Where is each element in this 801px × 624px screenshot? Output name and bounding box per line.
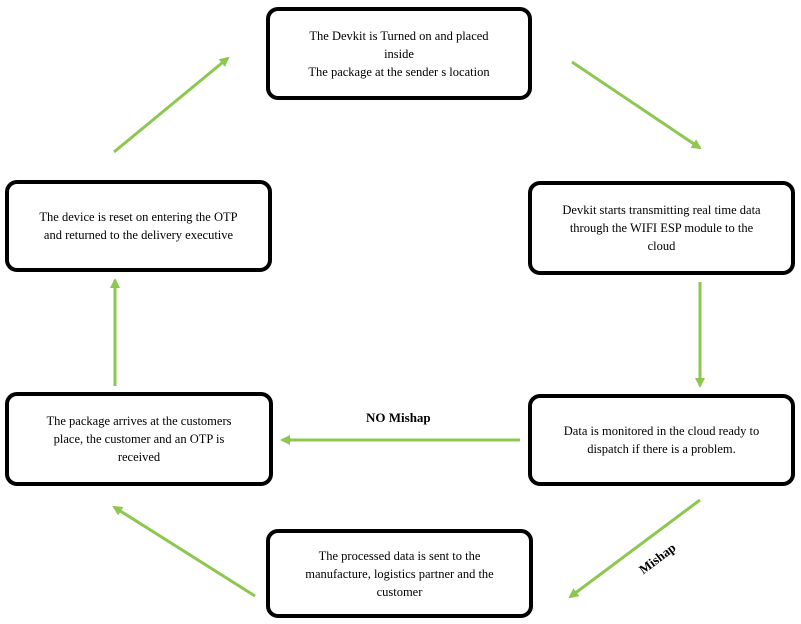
node-devkit-transmit-text: Devkit starts transmitting real time dat… xyxy=(562,203,761,253)
edge-label-no-mishap: NO Mishap xyxy=(366,410,431,425)
node-package-arrives-text: The package arrives at the customers pla… xyxy=(46,414,232,464)
node-devkit-on-text: The Devkit is Turned on and placed insid… xyxy=(308,28,490,79)
node-data-monitored: Data is monitored in the cloud ready to … xyxy=(528,394,795,486)
arrow-monitored-to-processed xyxy=(568,498,701,599)
arrow-processed-to-arrives xyxy=(112,505,256,598)
node-device-reset-text: The device is reset on entering the OTP … xyxy=(39,210,238,242)
node-processed-data-text: The processed data is sent to the manufa… xyxy=(305,548,494,599)
node-package-arrives: The package arrives at the customers pla… xyxy=(5,392,273,486)
arrow-reset-to-top xyxy=(113,56,230,154)
node-processed-data: The processed data is sent to the manufa… xyxy=(266,529,533,618)
node-devkit-transmit: Devkit starts transmitting real time dat… xyxy=(528,181,795,275)
arrow-top-to-transmit xyxy=(571,60,702,150)
node-devkit-on: The Devkit is Turned on and placed insid… xyxy=(266,7,532,100)
node-device-reset: The device is reset on entering the OTP … xyxy=(5,180,272,272)
node-data-monitored-text: Data is monitored in the cloud ready to … xyxy=(563,424,760,456)
